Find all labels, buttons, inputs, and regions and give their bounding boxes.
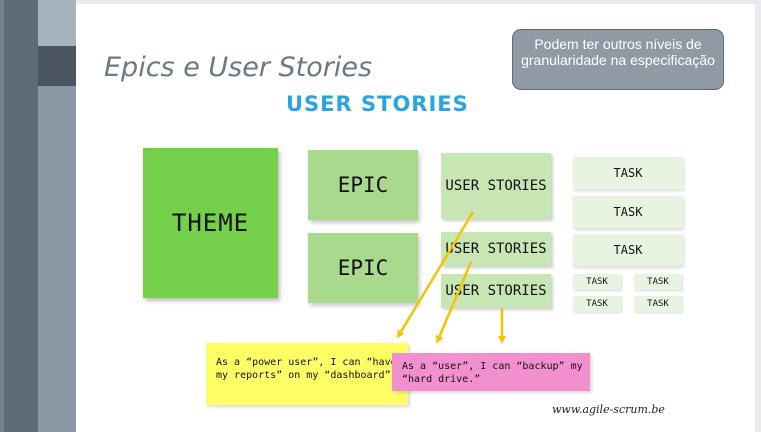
task-note: TASK — [573, 157, 683, 189]
sidebar-edge — [0, 0, 4, 432]
small-task-note: TASK — [573, 296, 621, 312]
epic-note: EPIC — [308, 233, 418, 303]
small-task-note: TASK — [634, 274, 682, 290]
right-edge — [755, 0, 761, 432]
small-task-note: TASK — [573, 274, 621, 290]
sidebar-accent-dark — [38, 46, 76, 86]
footer-url: www.agile-scrum.be — [552, 403, 665, 416]
section-heading: USER STORIES — [286, 92, 469, 116]
user-story-card-pink: As a “user”, I can “backup” my “hard dri… — [392, 353, 590, 391]
sidebar-accent-light — [38, 0, 76, 46]
theme-note: THEME — [143, 148, 278, 298]
user-story-note: USER STORIES — [441, 232, 551, 266]
small-task-note: TASK — [634, 296, 682, 312]
slide-title: Epics e User Stories — [104, 52, 373, 83]
callout-box: Podem ter outros níveis de granularidade… — [512, 29, 724, 90]
task-note: TASK — [573, 234, 683, 266]
user-story-note: USER STORIES — [441, 153, 551, 219]
user-story-note: USER STORIES — [441, 274, 551, 308]
task-note: TASK — [573, 196, 683, 228]
user-story-card-yellow: As a “power user”, I can “have my report… — [206, 343, 408, 405]
top-rule — [76, 0, 761, 4]
slide-sidebar — [0, 0, 76, 432]
epic-note: EPIC — [308, 150, 418, 220]
